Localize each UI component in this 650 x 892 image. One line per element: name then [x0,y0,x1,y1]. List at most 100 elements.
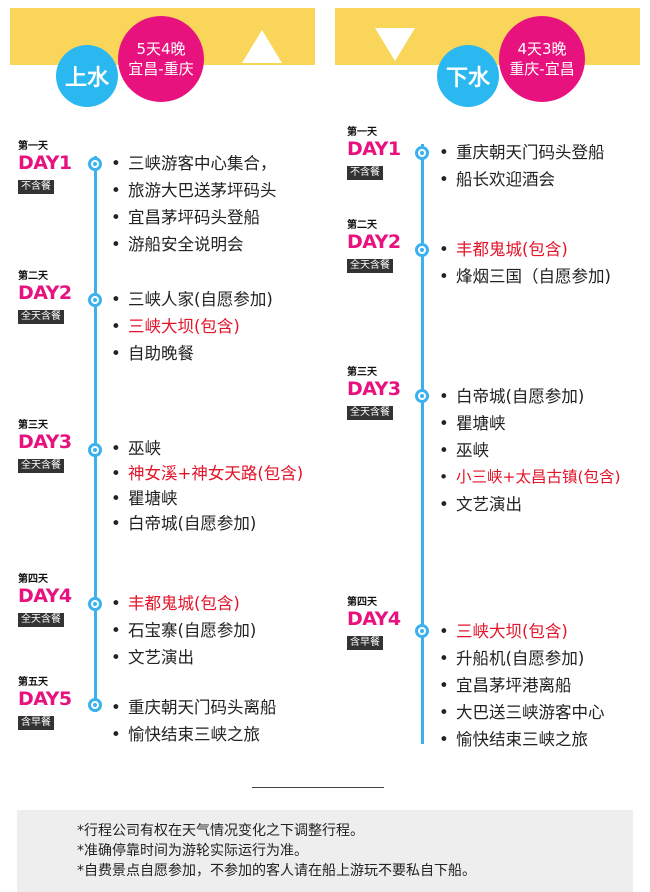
day-number: DAY4 [18,585,72,607]
upstream-column: 5天4晚 宜昌-重庆 上水 第一天 DAY1 不含餐 三峡游客中心集合， 旅游大… [10,0,315,770]
divider [252,787,384,788]
downstream-direction-badge: 下水 [437,45,499,107]
upstream-day4-label: 第四天 DAY4 全天含餐 [18,574,72,627]
timeline-dot [415,389,429,403]
list-item: 白帝城(自愿参加) [108,511,303,536]
day-cn: 第二天 [347,220,377,231]
upstream-day5-items: 重庆朝天门码头离船 愉快结束三峡之旅 [108,694,277,748]
list-item: 石宝寨(自愿参加) [108,617,256,644]
list-item-included: 神女溪+神女天路(包含) [108,461,303,486]
meal-badge: 全天含餐 [18,459,64,473]
upstream-day3-label: 第三天 DAY3 全天含餐 [18,420,72,473]
meal-badge: 不含餐 [18,180,54,194]
day-cn: 第三天 [18,420,48,431]
list-item: 瞿塘峡 [108,486,303,511]
day-number: DAY5 [18,688,72,710]
list-item: 船长欢迎酒会 [436,166,605,193]
day-number: DAY3 [18,431,72,453]
upstream-day2-items: 三峡人家(自愿参加) 三峡大坝(包含) 自助晚餐 [108,286,273,367]
upstream-direction-badge: 上水 [56,45,118,107]
meal-badge: 不含餐 [347,166,383,180]
note-line: *行程公司有权在天气情况变化之下调整行程。 [77,823,364,839]
triangle-down-icon [375,28,415,61]
note-line: *自费景点自愿参加，不参加的客人请在船上游玩不要私自下船。 [77,863,476,879]
day-number: DAY3 [347,378,401,400]
day-number: DAY1 [347,138,401,160]
list-item-continuation: 旅游大巴送茅坪码头 [108,177,277,204]
meal-badge: 全天含餐 [18,613,64,627]
meal-badge: 全天含餐 [18,310,64,324]
day-cn: 第四天 [347,597,377,608]
downstream-day3-label: 第三天 DAY3 全天含餐 [347,367,401,420]
day-cn: 第三天 [347,367,377,378]
notes-box: *行程公司有权在天气情况变化之下调整行程。 *准确停靠时间为游轮实际运行为准。 … [17,810,633,892]
list-item: 升船机(自愿参加) [436,645,605,672]
upstream-duration-badge: 5天4晚 宜昌-重庆 [118,16,204,102]
downstream-duration-badge: 4天3晚 重庆-宜昌 [499,16,585,102]
list-item: 愉快结束三峡之旅 [436,726,605,753]
list-item-included: 三峡大坝(包含) [436,618,605,645]
meal-badge: 全天含餐 [347,406,393,420]
list-item: 宜昌茅坪码头登船 [108,204,277,231]
list-item: 自助晚餐 [108,340,273,367]
timeline-dot [88,157,102,171]
list-item: 瞿塘峡 [436,410,621,437]
timeline-dot [88,443,102,457]
timeline-dot [415,243,429,257]
list-item-included: 三峡大坝(包含) [108,313,273,340]
list-item: 游船安全说明会 [108,231,277,258]
day-number: DAY1 [18,152,72,174]
upstream-day5-label: 第五天 DAY5 含早餐 [18,677,72,730]
day-number: DAY2 [18,282,72,304]
list-item: 重庆朝天门码头离船 [108,694,277,721]
meal-badge: 含早餐 [347,636,383,650]
downstream-timeline-line [421,144,424,744]
list-item: 三峡游客中心集合， [108,150,277,177]
list-item: 烽烟三国（自愿参加) [436,263,611,290]
meal-badge: 全天含餐 [347,259,393,273]
timeline-dot [415,624,429,638]
downstream-day1-label: 第一天 DAY1 不含餐 [347,127,401,180]
list-item: 愉快结束三峡之旅 [108,721,277,748]
upstream-day3-items: 巫峡 神女溪+神女天路(包含) 瞿塘峡 白帝城(自愿参加) [108,436,303,536]
day-cn: 第四天 [18,574,48,585]
day-cn: 第五天 [18,677,48,688]
timeline-dot [88,293,102,307]
upstream-duration: 5天4晚 [136,40,186,58]
list-item: 文艺演出 [108,644,256,671]
list-item: 三峡人家(自愿参加) [108,286,273,313]
downstream-day4-label: 第四天 DAY4 含早餐 [347,597,401,650]
upstream-day1-items: 三峡游客中心集合， 旅游大巴送茅坪码头 宜昌茅坪码头登船 游船安全说明会 [108,150,277,258]
meal-badge: 含早餐 [18,716,54,730]
day-number: DAY4 [347,608,401,630]
upstream-day2-label: 第二天 DAY2 全天含餐 [18,271,72,324]
timeline-dot [415,146,429,160]
list-item-included: 丰都鬼城(包含) [436,236,611,263]
day-cn: 第二天 [18,271,48,282]
day-cn: 第一天 [347,127,377,138]
list-item: 巫峡 [436,437,621,464]
timeline-dot [88,597,102,611]
list-item-included: 小三峡+太昌古镇(包含) [436,464,621,491]
list-item: 大巴送三峡游客中心 [436,699,605,726]
downstream-duration: 4天3晚 [517,40,567,58]
day-cn: 第一天 [18,141,48,152]
downstream-day3-items: 白帝城(自愿参加) 瞿塘峡 巫峡 小三峡+太昌古镇(包含) 文艺演出 [436,383,621,518]
list-item: 重庆朝天门码头登船 [436,139,605,166]
note-line: *准确停靠时间为游轮实际运行为准。 [77,843,308,859]
upstream-route: 宜昌-重庆 [128,60,194,78]
downstream-day2-label: 第二天 DAY2 全天含餐 [347,220,401,273]
upstream-timeline-line [94,156,97,712]
timeline-dot [88,698,102,712]
list-item: 白帝城(自愿参加) [436,383,621,410]
downstream-column: 4天3晚 重庆-宜昌 下水 第一天 DAY1 不含餐 重庆朝天门码头登船 船长欢… [335,0,640,770]
list-item: 巫峡 [108,436,303,461]
downstream-day2-items: 丰都鬼城(包含) 烽烟三国（自愿参加) [436,236,611,290]
list-item: 宜昌茅坪港离船 [436,672,605,699]
upstream-day1-label: 第一天 DAY1 不含餐 [18,141,72,194]
upstream-day4-items: 丰都鬼城(包含) 石宝寨(自愿参加) 文艺演出 [108,590,256,671]
downstream-day1-items: 重庆朝天门码头登船 船长欢迎酒会 [436,139,605,193]
triangle-up-icon [242,30,282,63]
day-number: DAY2 [347,231,401,253]
downstream-day4-items: 三峡大坝(包含) 升船机(自愿参加) 宜昌茅坪港离船 大巴送三峡游客中心 愉快结… [436,618,605,753]
